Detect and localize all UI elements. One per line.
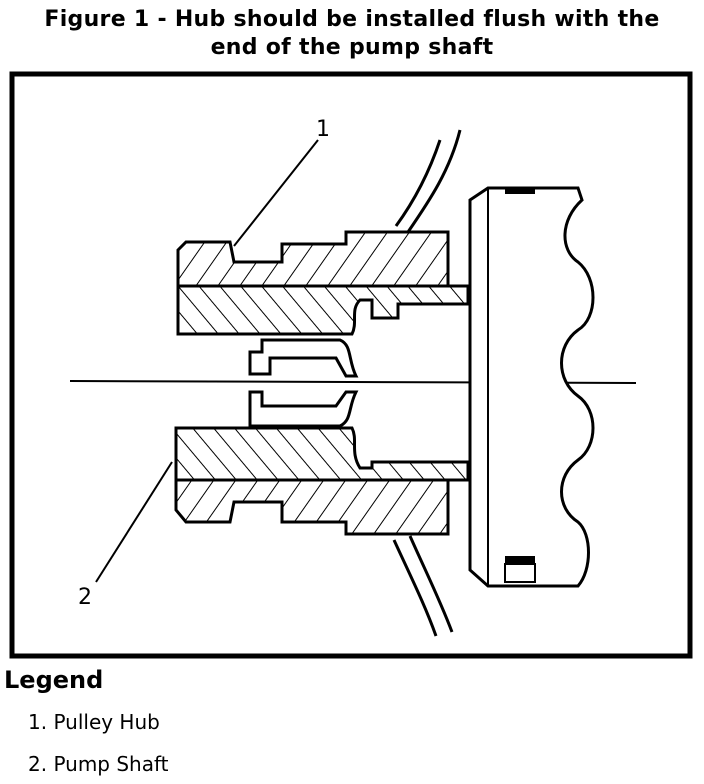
pulley-hub-upper bbox=[176, 230, 450, 288]
callout-leader-1 bbox=[233, 139, 319, 247]
pump-shaft-upper bbox=[176, 284, 470, 336]
housing-line-bottom-inner bbox=[392, 539, 438, 637]
callout-leader-2 bbox=[95, 461, 173, 583]
pulley-notch-pocket bbox=[504, 563, 536, 583]
pulley-notch-top bbox=[505, 188, 535, 194]
figure-title: Figure 1 - Hub should be installed flush… bbox=[0, 6, 704, 62]
figure-title-line-1: Figure 1 - Hub should be installed flush… bbox=[44, 7, 660, 32]
figure-title-line-2: end of the pump shaft bbox=[210, 35, 494, 60]
legend-item-pulley-hub: 1. Pulley Hub bbox=[28, 710, 160, 734]
pulley-notch-bottom bbox=[505, 556, 535, 564]
pulley-hub-lower bbox=[174, 478, 450, 536]
shaft-inner-upper bbox=[248, 338, 359, 378]
figure-frame bbox=[9, 71, 693, 659]
pulley-body bbox=[468, 186, 595, 588]
housing-line-bottom-outer bbox=[408, 535, 454, 633]
shaft-inner-lower bbox=[248, 390, 359, 428]
housing-line-top-outer bbox=[406, 129, 462, 233]
housing-line-top-inner bbox=[394, 139, 442, 227]
legend-heading: Legend bbox=[4, 666, 104, 694]
pump-shaft-lower bbox=[174, 426, 470, 482]
legend-item-pump-shaft: 2. Pump Shaft bbox=[28, 752, 169, 776]
callout-label-2: 2 bbox=[78, 585, 92, 610]
callout-label-1: 1 bbox=[316, 117, 330, 142]
